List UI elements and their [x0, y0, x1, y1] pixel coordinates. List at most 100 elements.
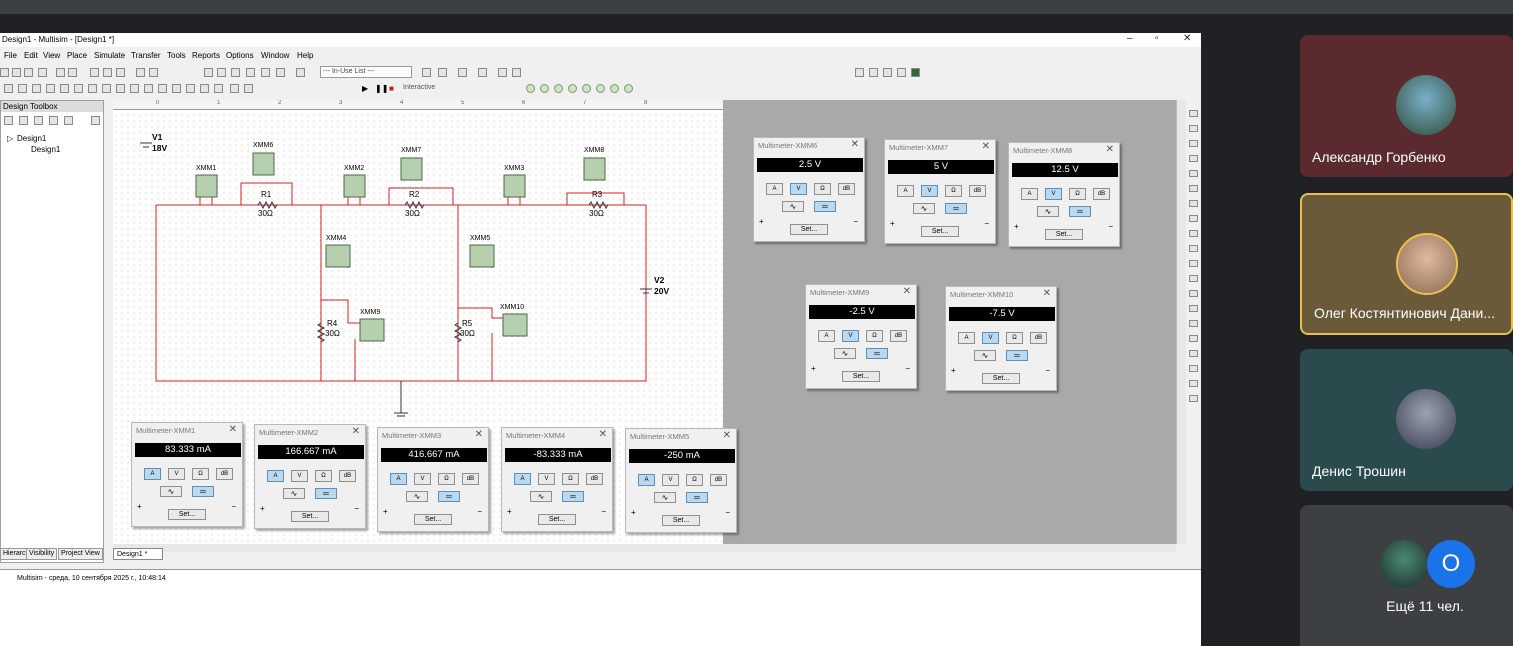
voltmeter-button[interactable]: V — [291, 470, 308, 482]
help-icon[interactable] — [512, 68, 521, 77]
ac-button[interactable]: ∿ — [913, 203, 935, 214]
decibel-button[interactable]: dB — [1093, 188, 1110, 200]
four-channel-scope-icon[interactable] — [1189, 170, 1198, 177]
set-button[interactable]: Set... — [538, 514, 576, 525]
multimeter-xmm5[interactable]: Multimeter-XMM5 ✕ -250 mA A V Ω dB ∿ ═ +… — [625, 428, 737, 533]
close-icon[interactable]: ✕ — [981, 141, 990, 152]
set-button[interactable]: Set... — [414, 514, 452, 525]
bode-plotter-icon[interactable] — [1189, 185, 1198, 192]
junction-icon[interactable] — [32, 84, 41, 93]
ac-button[interactable]: ∿ — [974, 350, 996, 361]
toolbox-tool-icon-1[interactable] — [4, 116, 13, 125]
bus-probe-icon[interactable] — [478, 68, 487, 77]
place-basic-icon[interactable] — [60, 84, 69, 93]
menu-simulate[interactable]: Simulate — [94, 51, 126, 60]
zoom-out-icon[interactable] — [869, 68, 878, 77]
ammeter-button[interactable]: A — [144, 468, 161, 480]
ohmmeter-button[interactable]: Ω — [1069, 188, 1086, 200]
dc-button[interactable]: ═ — [686, 492, 708, 503]
probe-icon[interactable] — [422, 68, 431, 77]
ammeter-button[interactable]: A — [390, 473, 407, 485]
simulation-mode-label[interactable]: Interactive — [403, 84, 436, 91]
agilent-generator-icon[interactable] — [1189, 320, 1198, 327]
menu-help[interactable]: Help — [297, 51, 314, 60]
decibel-button[interactable]: dB — [1030, 332, 1047, 344]
maximize-button[interactable]: ▫ — [1155, 33, 1159, 44]
print-icon[interactable] — [56, 68, 65, 77]
place-rf-icon[interactable] — [200, 84, 209, 93]
probe-options-icon[interactable] — [438, 68, 447, 77]
schematic-circuit[interactable]: XMM1 XMM6 XMM2 XMM7 XMM3 XMM8 XMM4 XMM5 … — [0, 33, 1201, 646]
in-use-list-dropdown[interactable]: --- In-Use List --- — [320, 66, 412, 78]
labview-icon[interactable] — [1189, 380, 1198, 387]
wire-icon[interactable] — [4, 84, 13, 93]
tab-project-view[interactable]: Project View — [58, 548, 103, 560]
document-tab[interactable]: Design1 * — [113, 548, 163, 560]
print-preview-icon[interactable] — [68, 68, 77, 77]
logic-converter-icon[interactable] — [1189, 230, 1198, 237]
menu-window[interactable]: Window — [261, 51, 290, 60]
voltmeter-button[interactable]: V — [1045, 188, 1062, 200]
paste-icon[interactable] — [116, 68, 125, 77]
voltmeter-button[interactable]: V — [168, 468, 185, 480]
redo-icon[interactable] — [149, 68, 158, 77]
logic-analyzer-icon[interactable] — [1189, 245, 1198, 252]
set-button[interactable]: Set... — [921, 226, 959, 237]
menu-options[interactable]: Options — [226, 51, 254, 60]
voltmeter-button[interactable]: V — [414, 473, 431, 485]
instrument-icon-1[interactable] — [526, 84, 535, 93]
meter-xmm9-symbol[interactable] — [359, 318, 385, 342]
ammeter-button[interactable]: A — [958, 332, 975, 344]
place-indicator-icon[interactable] — [158, 84, 167, 93]
open-sample-icon[interactable] — [24, 68, 33, 77]
close-icon[interactable]: ✕ — [722, 430, 731, 441]
more-participants-tile[interactable] — [1300, 505, 1513, 646]
meter-xmm1-symbol[interactable] — [195, 174, 218, 198]
ohmmeter-button[interactable]: Ω — [438, 473, 455, 485]
menu-view[interactable]: View — [43, 51, 61, 60]
multimeter-xmm3[interactable]: Multimeter-XMM3 ✕ 416.667 mA A V Ω dB ∿ … — [377, 427, 489, 532]
meter-xmm8-symbol[interactable] — [583, 157, 606, 181]
set-button[interactable]: Set... — [168, 509, 206, 520]
ohmmeter-button[interactable]: Ω — [192, 468, 209, 480]
distortion-analyzer-icon[interactable] — [1189, 275, 1198, 282]
place-power-icon[interactable] — [172, 84, 181, 93]
zoom-in-icon[interactable] — [855, 68, 864, 77]
place-electromech-icon[interactable] — [214, 84, 223, 93]
place-source-icon[interactable] — [46, 84, 55, 93]
participant-tile[interactable]: Александр Горбенко — [1300, 35, 1513, 177]
tektronix-scope-icon[interactable] — [1189, 365, 1198, 372]
place-transistor-icon[interactable] — [88, 84, 97, 93]
place-diode-icon[interactable] — [74, 84, 83, 93]
tab-visibility[interactable]: Visibility — [26, 548, 58, 560]
iv-analyzer-icon[interactable] — [1189, 260, 1198, 267]
decibel-button[interactable]: dB — [838, 183, 855, 195]
place-ttl-icon[interactable] — [116, 84, 125, 93]
close-button[interactable]: ✕ — [1183, 33, 1192, 44]
decibel-button[interactable]: dB — [890, 330, 907, 342]
dc-button[interactable]: ═ — [315, 488, 337, 499]
close-icon[interactable]: ✕ — [1105, 144, 1114, 155]
meter-xmm6-symbol[interactable] — [252, 152, 275, 176]
set-button[interactable]: Set... — [291, 511, 329, 522]
ammeter-button[interactable]: A — [1021, 188, 1038, 200]
gear-icon[interactable] — [624, 84, 633, 93]
place-cmos-icon[interactable] — [130, 84, 139, 93]
meter-xmm10-symbol[interactable] — [502, 313, 528, 337]
menu-tools[interactable]: Tools — [167, 51, 186, 60]
tree-child[interactable]: Design1 — [31, 145, 61, 154]
agilent-multimeter-icon[interactable] — [1189, 335, 1198, 342]
voltmeter-button[interactable]: V — [662, 474, 679, 486]
instrument-icon-7[interactable] — [610, 84, 619, 93]
set-button[interactable]: Set... — [842, 371, 880, 382]
multimeter-xmm1[interactable]: Multimeter-XMM1 ✕ 83.333 mA A V Ω dB ∿ ═… — [131, 422, 243, 527]
multimeter-xmm7[interactable]: Multimeter-XMM7 ✕ 5 V A V Ω dB ∿ ═ + − S… — [884, 139, 996, 244]
current-probe-tool-icon[interactable] — [1189, 395, 1198, 402]
minimize-button[interactable]: – — [1127, 33, 1133, 44]
function-generator-icon[interactable] — [1189, 125, 1198, 132]
dc-button[interactable]: ═ — [1006, 350, 1028, 361]
ac-button[interactable]: ∿ — [654, 492, 676, 503]
toolbox-tool-icon-4[interactable] — [49, 116, 58, 125]
instrument-icon-5[interactable] — [582, 84, 591, 93]
toolbox-tool-icon-3[interactable] — [34, 116, 43, 125]
